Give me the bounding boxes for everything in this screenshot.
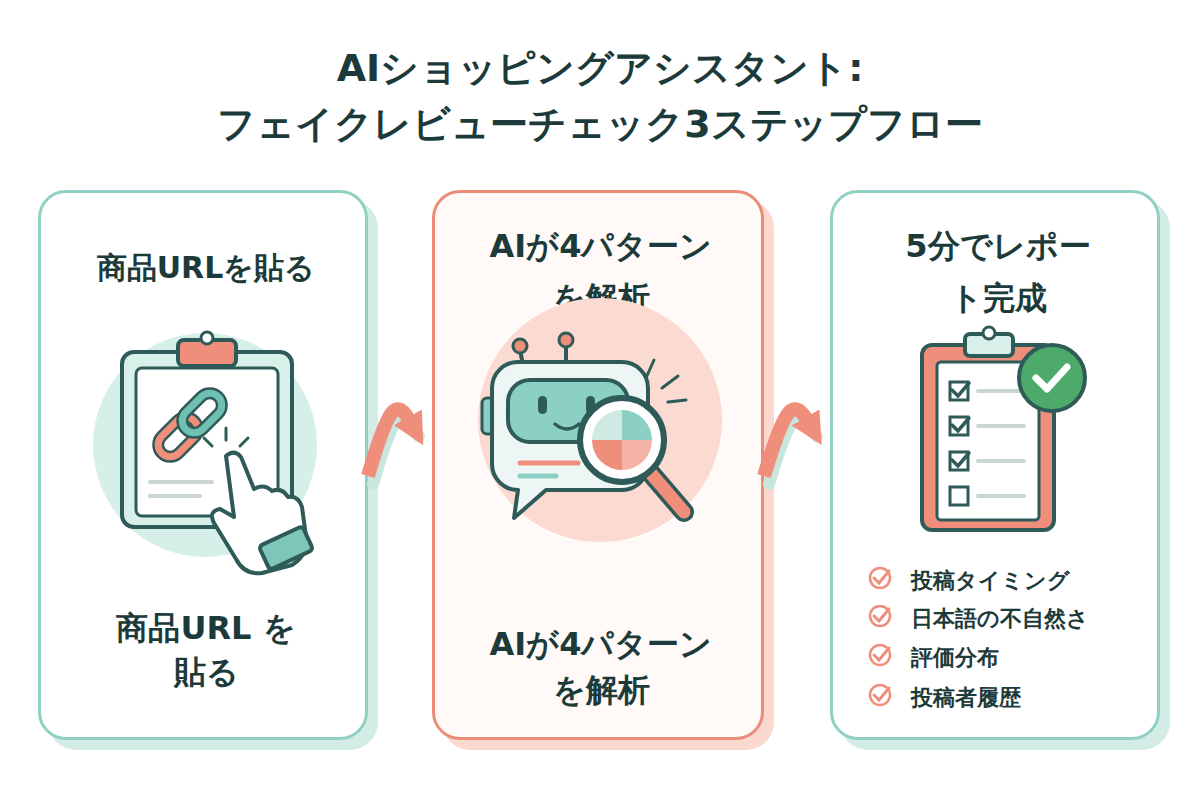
flow-arrow: [764, 409, 812, 476]
flow-arrow: [368, 409, 414, 476]
arrow-shadow: [373, 417, 419, 484]
step-text: 日本語の不自然さ: [911, 604, 1151, 634]
step-heading: 商品URLを貼る: [56, 248, 356, 288]
step-box: 商品URLを貼る商品URL を 貼る: [38, 190, 368, 740]
step-text: 投稿タイミング: [911, 566, 1151, 596]
step-text: AIが4パターン を解析: [461, 621, 741, 713]
diagram-title: AIショッピングアシスタント: フェイクレビューチェック3ステップフロー: [180, 40, 1020, 152]
step-text: 商品URL を 貼る: [106, 606, 306, 694]
step-box: 5分でレポー ト完成投稿タイミング日本語の不自然さ評価分布投稿者履歴: [830, 190, 1160, 740]
step-heading: AIが4パターン を解析: [461, 220, 741, 324]
step-text: 投稿者履歴: [911, 683, 1151, 713]
step-heading: 5分でレポー ト完成: [878, 220, 1118, 324]
arrow-shadow: [769, 417, 817, 484]
step-text: 評価分布: [911, 643, 1151, 673]
step-box: AIが4パターン を解析 AIが4パターン を解析: [432, 190, 764, 740]
